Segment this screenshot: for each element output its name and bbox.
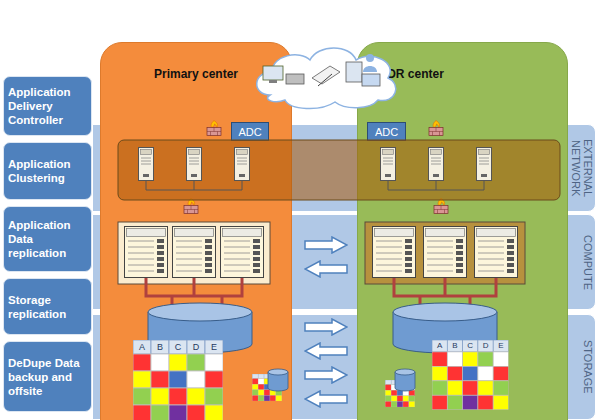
table-header: D	[187, 340, 205, 354]
adc-box: ADC	[367, 122, 406, 141]
compute-cluster	[221, 227, 264, 278]
table-header: B	[447, 340, 462, 352]
table-header: C	[169, 340, 187, 354]
table-header: C	[463, 340, 478, 352]
node-text: Application Data replication	[8, 218, 87, 260]
compute-cluster	[475, 227, 518, 278]
cloud	[257, 48, 396, 109]
table-header: E	[493, 340, 508, 352]
node-text: Storage replication	[8, 293, 87, 321]
storage-cylinder	[148, 303, 252, 321]
table-header: A	[432, 340, 447, 352]
data-tables	[432, 340, 509, 410]
cluster-band	[146, 181, 484, 190]
compute-cluster	[118, 222, 270, 284]
cluster-band	[118, 140, 560, 200]
storage-pipes	[146, 278, 496, 313]
storage-pipes	[394, 278, 496, 313]
cluster-band	[139, 148, 154, 181]
compute-cluster	[373, 227, 416, 278]
node-text: STORAGE	[568, 315, 594, 419]
storage-cylinder	[148, 312, 252, 353]
storage-pipes	[146, 278, 242, 313]
table-header: D	[478, 340, 493, 352]
firewall-icons	[184, 121, 448, 214]
cluster-band	[381, 148, 396, 181]
cloud	[269, 80, 277, 83]
compute-cluster	[424, 227, 467, 278]
backup-icons	[252, 374, 282, 401]
table-header: A	[133, 340, 151, 354]
cluster-band	[235, 148, 250, 181]
storage-cylinder	[393, 312, 497, 353]
node-text: DR center	[358, 67, 567, 81]
cluster-band	[477, 148, 492, 181]
layer-label: Application Delivery Controller	[3, 76, 92, 136]
node-text: Application Clustering	[8, 157, 87, 185]
site-region: DR centerADC	[357, 42, 568, 420]
cluster-band	[429, 148, 444, 181]
firewall-icons	[184, 199, 198, 214]
cloud	[257, 48, 396, 109]
cluster-band	[118, 140, 560, 200]
cloud	[318, 74, 332, 86]
cloud	[366, 54, 374, 62]
data-tables	[133, 340, 509, 420]
replication-arrows	[305, 343, 347, 359]
backup-icons	[252, 369, 415, 407]
storage-cylinder	[393, 303, 497, 321]
compute-cluster	[173, 227, 216, 278]
cloud	[362, 74, 380, 86]
node-text: Application Delivery Controller	[8, 85, 87, 127]
firewall-icons	[429, 121, 443, 136]
layer-label: Application Clustering	[3, 142, 92, 200]
layer-label: Application Data replication	[3, 206, 92, 272]
table-header: B	[151, 340, 169, 354]
node-text: COMPUTE	[568, 215, 594, 309]
backup-icons	[385, 380, 415, 407]
cloud	[263, 66, 283, 80]
backup-icons	[395, 369, 415, 375]
replication-arrows	[305, 237, 347, 407]
compute-cluster	[365, 222, 525, 284]
replication-arrows	[305, 237, 347, 253]
node-text: ADC	[238, 126, 261, 138]
backup-icons	[268, 372, 288, 391]
layer-label: DeDupe Data backup and offsite	[3, 341, 92, 412]
replication-arrows	[305, 367, 347, 383]
compute-cluster	[118, 222, 525, 284]
cloud	[286, 74, 304, 84]
data-tables	[133, 340, 223, 420]
compute-cluster	[125, 227, 168, 278]
node-text: DeDupe Data backup and offsite	[8, 356, 87, 398]
adc-box: ADC	[231, 122, 269, 141]
node-text: Primary center	[101, 67, 291, 81]
firewall-icons	[434, 199, 448, 214]
node-text: ADC	[375, 126, 398, 138]
site-region: Primary centerADC	[100, 42, 292, 420]
backup-icons	[395, 372, 415, 391]
storage-cylinder	[148, 303, 497, 353]
firewall-icons	[207, 121, 221, 136]
replication-arrows	[305, 261, 347, 277]
layer-label: Storage replication	[3, 278, 92, 335]
replication-arrows	[305, 391, 347, 407]
cloud	[363, 66, 377, 72]
cloud	[312, 66, 340, 84]
replication-arrows	[305, 319, 347, 335]
cloud	[346, 62, 362, 82]
table-header: E	[205, 340, 223, 354]
backup-icons	[268, 369, 288, 375]
node-text: EXTERNAL NETWORK	[568, 125, 594, 211]
cluster-band	[187, 148, 202, 181]
